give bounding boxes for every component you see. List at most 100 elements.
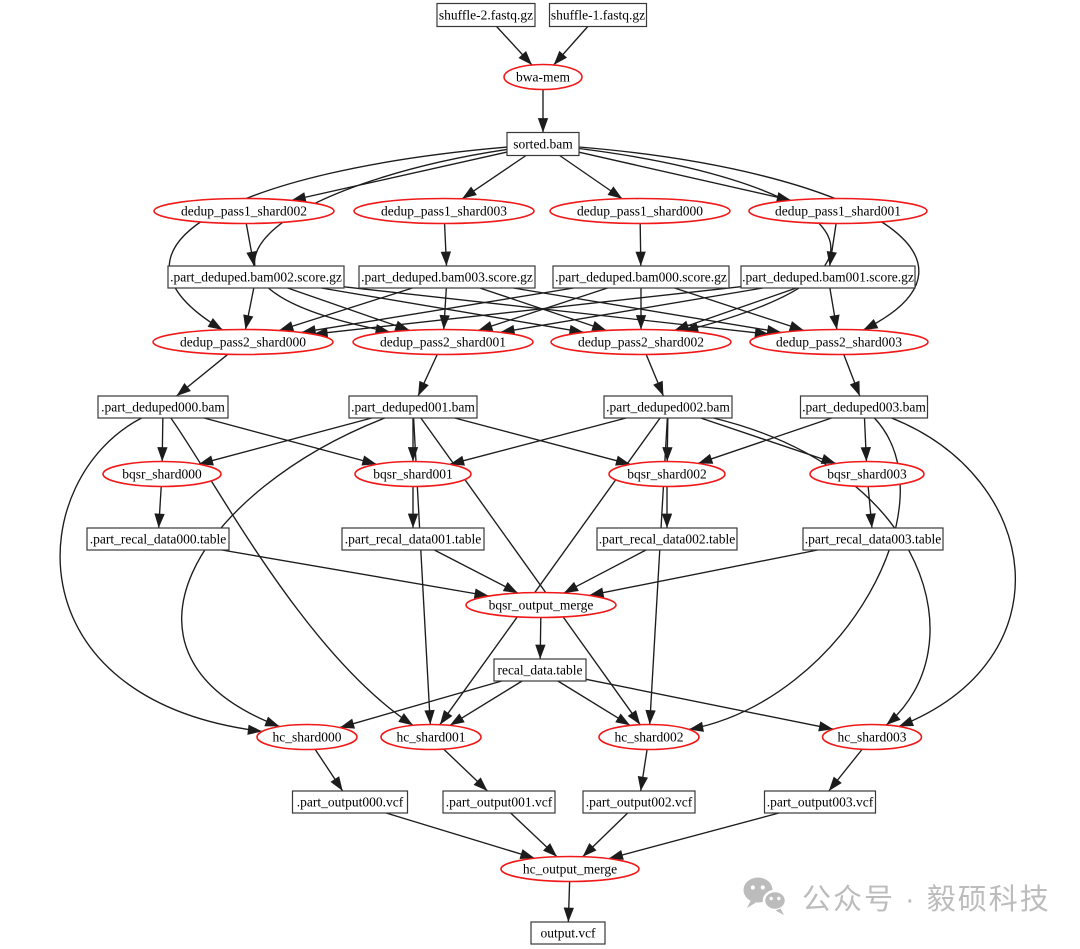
edge-hc2-vcf2 <box>637 749 648 792</box>
node-vcf1: .part_output001.vcf <box>442 790 556 814</box>
node-label-score3: .part_deduped.bam003.score.gz <box>361 270 533 285</box>
edge-score0-dp2_0 <box>301 287 574 336</box>
edge-bam2-hc3 <box>713 417 931 726</box>
node-label-vcf2: .part_output002.vcf <box>586 795 693 810</box>
edge-recal2-bqsrm <box>563 549 647 594</box>
file-node-shape <box>740 265 916 289</box>
edge-score1-dp2_0 <box>313 285 742 338</box>
edge-bam1-bqsr0 <box>198 417 372 466</box>
edge-sorted-dp1_3 <box>461 154 527 200</box>
edge-bam2-bqsr3 <box>700 417 837 465</box>
file-node-shape <box>802 527 944 551</box>
edge-bqsr3-recal3 <box>865 486 876 529</box>
edge-sorted-dp2_1 <box>253 148 508 335</box>
file-node-shape <box>97 395 229 419</box>
edge-score1-dp2_3 <box>829 287 840 330</box>
task-node-shape <box>550 328 732 356</box>
node-bqsrm: bqsr_output_merge <box>465 591 617 619</box>
task-node-shape <box>608 460 726 488</box>
node-label-recal0: .part_recal_data000.table <box>90 532 226 547</box>
edge-bam2-bqsr2 <box>662 417 673 462</box>
edge-sorted-dp1_1 <box>578 151 792 203</box>
node-label-bam3: .part_deduped003.bam <box>802 400 926 415</box>
node-score0: .part_deduped.bam000.score.gz <box>552 265 730 289</box>
node-label-score0: .part_deduped.bam000.score.gz <box>555 270 727 285</box>
edge-layer <box>59 26 1017 923</box>
edge-sorted-dp2_3 <box>578 146 920 331</box>
file-node-shape <box>763 790 877 814</box>
edge-bam0-hc0 <box>59 417 263 735</box>
edge-bam2-bqsr1 <box>449 417 627 466</box>
node-label-dp1_2: dedup_pass1_shard002 <box>181 204 307 219</box>
edge-bam1-bqsr2 <box>454 417 631 466</box>
edge-recal0-bqsrm <box>221 549 489 599</box>
node-bqsr2: bqsr_shard002 <box>608 460 726 488</box>
node-score1: .part_deduped.bam001.score.gz <box>740 265 916 289</box>
edge-sh1-bwa <box>553 26 589 66</box>
edge-bam0-bqsr0 <box>157 417 168 462</box>
edge-vcf0-hcm <box>385 812 535 860</box>
node-vcf2: .part_output002.vcf <box>582 790 696 814</box>
node-label-bqsr3: bqsr_shard003 <box>827 467 907 482</box>
edge-recalt-hc0 <box>339 680 502 729</box>
node-bam3: .part_deduped003.bam <box>799 395 929 419</box>
edge-dp1_3-score3 <box>440 223 452 267</box>
task-node-shape <box>809 460 925 488</box>
node-recalt: recal_data.table <box>493 658 587 682</box>
node-label-dp1_0: dedup_pass1_shard000 <box>577 204 703 219</box>
node-label-bam0: .part_deduped000.bam <box>101 400 225 415</box>
task-node-shape <box>256 723 358 751</box>
task-node-shape <box>549 197 731 225</box>
edge-dp1_0-score0 <box>635 223 646 267</box>
node-bwa: bwa-mem <box>503 63 583 91</box>
node-dp2_0: dedup_pass2_shard000 <box>152 328 334 356</box>
node-label-hc3: hc_shard003 <box>838 730 907 745</box>
node-label-bam2: .part_deduped002.bam <box>606 400 730 415</box>
edge-dp2_3-bam3 <box>843 354 861 397</box>
file-node-shape <box>799 395 929 419</box>
node-label-bwa: bwa-mem <box>516 70 570 85</box>
task-node-shape <box>821 723 923 751</box>
file-node-shape <box>341 527 485 551</box>
node-label-vcf0: .part_output000.vcf <box>297 795 404 810</box>
edge-score1-dp2_1 <box>500 287 763 336</box>
edge-sorted-dp1_2 <box>291 151 508 203</box>
file-node-shape <box>442 790 556 814</box>
file-node-shape <box>348 395 478 419</box>
node-label-dp2_3: dedup_pass2_shard003 <box>776 335 902 350</box>
edge-dp1_2-score2 <box>245 223 257 267</box>
node-label-recal1: .part_recal_data001.table <box>345 532 481 547</box>
edge-dp2_0-bam0 <box>176 353 229 397</box>
edge-score0-dp2_3 <box>674 287 805 332</box>
edge-bam3-bqsr3 <box>860 417 871 462</box>
node-label-dp1_1: dedup_pass1_shard001 <box>775 204 901 219</box>
node-recal3: .part_recal_data003.table <box>802 527 944 551</box>
edge-bam3-hc3 <box>891 417 1017 728</box>
edge-sorted-dp2_2 <box>578 147 832 333</box>
file-node-shape <box>548 2 648 28</box>
node-label-hcm: hc_output_merge <box>523 862 617 877</box>
task-node-shape <box>465 591 617 619</box>
edge-recal3-bqsrm <box>589 549 818 598</box>
node-label-score1: .part_deduped.bam001.score.gz <box>742 270 914 285</box>
edge-score1-dp2_2 <box>674 287 797 332</box>
node-vcf0: .part_output000.vcf <box>291 790 409 814</box>
edge-dp1_1-score1 <box>826 223 837 267</box>
node-label-sh2: shuffle-2.fastq.gz <box>439 8 533 23</box>
edge-score3-dp2_0 <box>278 287 413 332</box>
node-bam0: .part_deduped000.bam <box>97 395 229 419</box>
node-sorted: sorted.bam <box>506 131 580 157</box>
task-node-shape <box>153 197 335 225</box>
node-bam1: .part_deduped001.bam <box>348 395 478 419</box>
node-label-vcf3: .part_output003.vcf <box>767 795 874 810</box>
edge-score2-dp2_3 <box>343 286 770 338</box>
node-score3: .part_deduped.bam003.score.gz <box>358 265 536 289</box>
node-label-hc1: hc_shard001 <box>397 730 466 745</box>
node-label-recal2: .part_recal_data002.table <box>599 532 735 547</box>
node-label-hc2: hc_shard002 <box>615 730 684 745</box>
node-bam2: .part_deduped002.bam <box>603 395 733 419</box>
edge-hc3-vcf3 <box>828 748 863 792</box>
